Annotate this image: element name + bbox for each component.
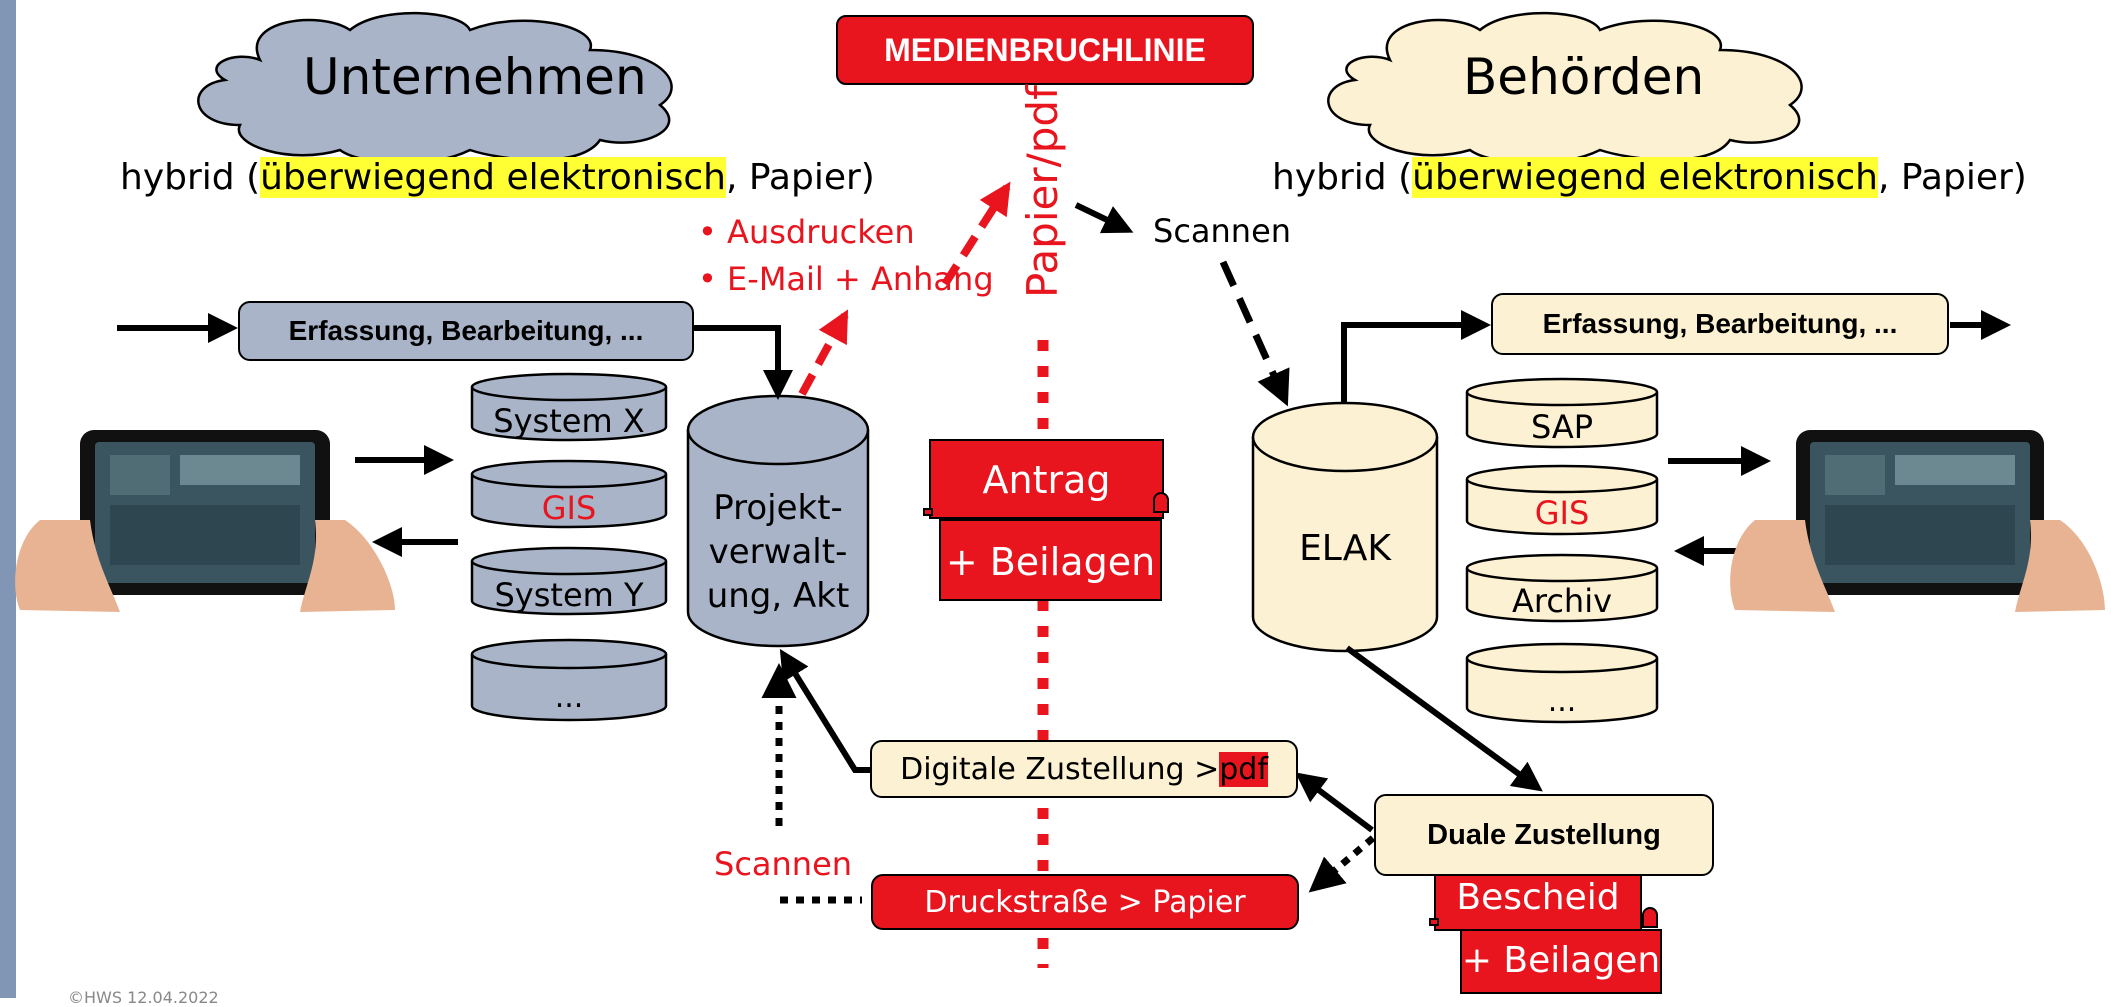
bullet-email-anhang: • E-Mail + Anhang — [698, 260, 994, 298]
tablet-in-hands-icon-right — [1730, 430, 2105, 612]
medienbruch-label: MEDIENBRUCHLINIE — [836, 15, 1254, 85]
system-label-gis-left: GIS — [541, 489, 597, 527]
papier-pdf-label: Papier/pdf — [1018, 85, 1067, 298]
arrow-icon-red-dashed — [798, 181, 1011, 396]
cloud-label-unternehmen: Unternehmen — [303, 48, 647, 106]
tablet-in-hands-icon-left — [15, 430, 395, 612]
system-label-gis-right: GIS — [1534, 494, 1590, 532]
cloud-icon-unternehmen — [197, 11, 673, 165]
arrow-icon-flow — [117, 202, 2011, 833]
hybrid-text-right: hybrid (überwiegend elektronisch, Papier… — [1272, 157, 2027, 198]
pdf-highlight: pdf — [1219, 751, 1268, 787]
scroll-document-icon-antrag — [923, 439, 1169, 601]
system-label-sap: SAP — [1530, 408, 1594, 446]
database-cylinder-icon-elak — [1251, 401, 1439, 653]
cloud-label-behoerden: Behörden — [1463, 48, 1705, 106]
erfassung-box-right: Erfassung, Bearbeitung, ... — [1491, 293, 1949, 355]
bescheid-label: Bescheid — [1456, 877, 1620, 918]
highlight-text: überwiegend elektronisch — [260, 157, 726, 198]
database-cylinder-icon-left-stack — [470, 372, 668, 722]
druckstrasse-box: Druckstraße > Papier — [871, 874, 1299, 930]
highlight-text: überwiegend elektronisch — [1412, 157, 1878, 198]
database-cylinder-icon-projekt — [686, 394, 870, 648]
elak-label: ELAK — [1299, 528, 1391, 569]
erfassung-box-left: Erfassung, Bearbeitung, ... — [238, 301, 694, 361]
arrow-icon-dashed — [1219, 260, 1290, 407]
cloud-icon-behoerden — [1327, 11, 1803, 165]
database-cylinder-icon-right-stack — [1465, 377, 1659, 724]
system-label-ellipsis-right: ... — [1547, 684, 1577, 719]
antrag-beilagen-label: + Beilagen — [945, 540, 1156, 584]
scannen-bottom: Scannen — [714, 845, 853, 883]
bullet-ausdrucken: • Ausdrucken — [698, 213, 915, 251]
system-label-y: System Y — [494, 576, 644, 614]
arrow-icon-dotted — [761, 663, 1376, 904]
scroll-document-icon-bescheid — [1429, 865, 1662, 994]
system-label-x: System X — [493, 402, 645, 440]
antrag-label: Antrag — [982, 458, 1111, 502]
system-label-ellipsis-left: ... — [554, 680, 584, 715]
hybrid-text-left: hybrid (überwiegend elektronisch, Papier… — [120, 157, 875, 198]
left-accent-bar — [0, 0, 16, 998]
projekt-label: Projekt- verwalt- ung, Akt — [706, 488, 850, 616]
digitale-zustellung-box: Digitale Zustellung > pdf — [870, 740, 1298, 798]
system-label-archiv: Archiv — [1511, 582, 1613, 620]
duale-zustellung-box: Duale Zustellung — [1374, 794, 1714, 876]
bescheid-beilagen-label: + Beilagen — [1461, 940, 1661, 981]
scannen-top: Scannen — [1153, 212, 1292, 250]
